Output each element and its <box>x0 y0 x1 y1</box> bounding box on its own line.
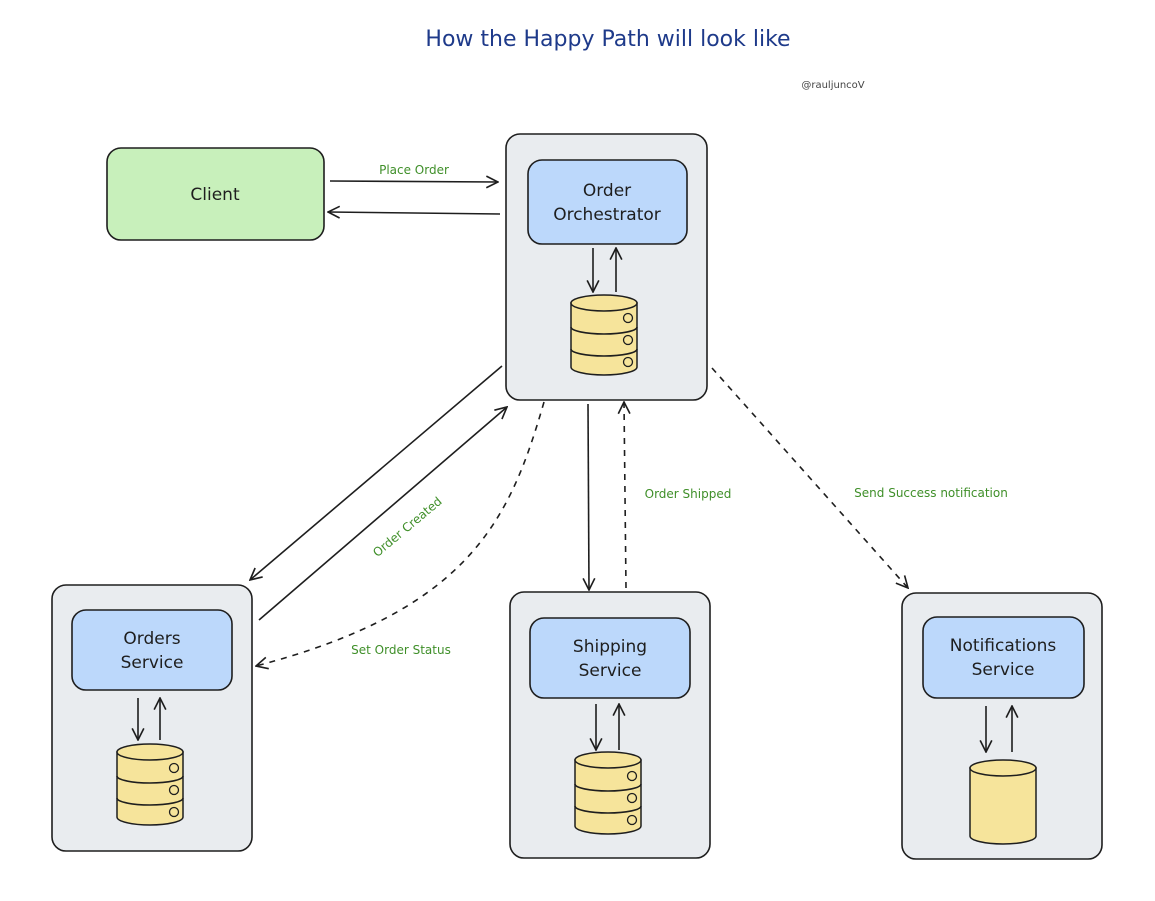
orders-service-node <box>71 609 233 691</box>
author-handle: @rauljuncoV <box>801 80 864 91</box>
place-order-label: Place Order <box>379 163 449 177</box>
shipping-database-icon <box>574 751 642 835</box>
notifications-label-line2: Service <box>972 660 1035 680</box>
notifications-service-node <box>922 616 1085 699</box>
create-order-arrow <box>250 365 503 580</box>
shipping-label-line2: Service <box>579 661 642 681</box>
shipping-label-line1: Shipping <box>573 637 647 657</box>
orchestrator-label-line1: Order <box>583 181 631 201</box>
orchestrator-container: Order Orchestrator <box>505 133 708 401</box>
send-success-label: Send Success notification <box>854 486 1008 500</box>
orchestrator-database-icon <box>570 294 638 376</box>
place-order-arrow <box>329 181 498 182</box>
set-order-status-label: Set Order Status <box>351 643 451 657</box>
ship-order-arrow <box>588 403 589 590</box>
orchestrator-label-line2: Orchestrator <box>553 205 661 225</box>
notifications-label-line1: Notifications <box>950 636 1057 656</box>
orders-container: Orders Service <box>51 584 253 852</box>
order-created-label: Order Created <box>370 494 444 560</box>
set-order-status-arrow <box>256 401 545 666</box>
shipping-service-node <box>529 617 691 699</box>
client-node: Client <box>106 147 325 241</box>
send-success-arrow <box>711 367 908 588</box>
diagram-title: How the Happy Path will look like <box>425 27 790 52</box>
orders-label-line1: Orders <box>123 629 180 649</box>
orders-database-icon <box>116 743 184 826</box>
notifications-container: Notifications Service <box>901 592 1103 860</box>
response-arrow <box>328 212 501 214</box>
client-label: Client <box>190 185 240 205</box>
notifications-database-icon <box>969 759 1037 845</box>
order-created-arrow <box>258 407 507 621</box>
order-shipped-label: Order Shipped <box>645 487 732 501</box>
orders-label-line2: Service <box>121 653 184 673</box>
order-orchestrator-node <box>527 159 688 245</box>
order-shipped-arrow <box>624 402 626 589</box>
shipping-container: Shipping Service <box>509 591 711 859</box>
